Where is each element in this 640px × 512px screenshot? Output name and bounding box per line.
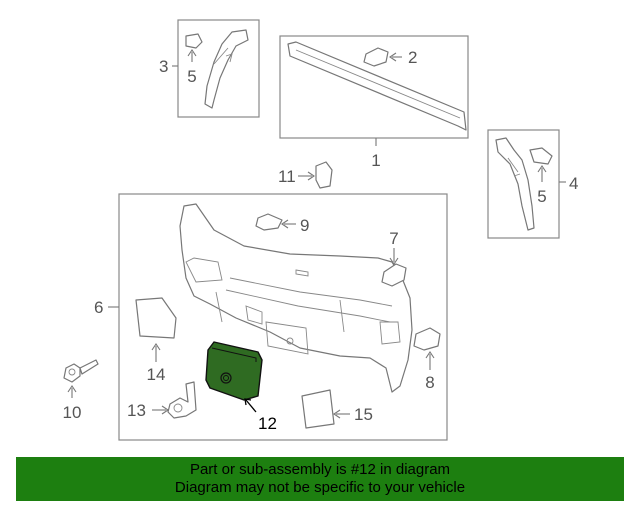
part-10-screw-shank [79, 359, 99, 375]
part-4-box [487, 129, 560, 239]
callout-5-left: 5 [187, 67, 196, 86]
callout-8: 8 [425, 373, 434, 392]
callout-2: 2 [408, 48, 417, 67]
banner-line-2: Diagram may not be specific to your vehi… [174, 479, 466, 496]
callout-14: 14 [147, 365, 166, 384]
part-9-clip [255, 213, 283, 231]
part-5-clip-right [529, 147, 553, 165]
part-6-group [108, 193, 448, 441]
callout-11: 11 [278, 167, 296, 186]
part-3-pillar-trim [204, 29, 249, 109]
callout-3: 3 [159, 57, 168, 76]
callout-7: 7 [389, 229, 398, 248]
callout-6: 6 [94, 298, 103, 317]
part-13-bracket [167, 381, 197, 419]
part-3-group [172, 19, 260, 118]
part-4-pillar-trim [495, 137, 535, 231]
part-14-pad [135, 297, 177, 339]
part-7-clip [381, 263, 407, 287]
leader-12 [245, 399, 257, 413]
part-1-group [279, 35, 469, 146]
part-10-group [63, 359, 99, 398]
callout-13: 13 [127, 401, 146, 420]
part-2-clip [363, 47, 389, 67]
part-10-screw-head [63, 363, 81, 383]
part-4-group [487, 129, 566, 239]
callout-15: 15 [354, 405, 373, 424]
callout-5-right: 5 [537, 187, 546, 206]
part-11-group [298, 161, 333, 189]
part-1-molding [287, 41, 467, 131]
banner-line-1: Part or sub-assembly is #12 in diagram [189, 461, 451, 478]
part-15-pad [301, 389, 335, 429]
part-1-box [279, 35, 469, 139]
part-12-handle-cover-highlighted [205, 341, 263, 401]
info-banner: Part or sub-assembly is #12 in diagram D… [16, 457, 624, 501]
part-6-box [118, 193, 448, 441]
part-8-clip [413, 327, 441, 351]
part-11-clip [315, 161, 333, 189]
callout-12-highlighted: 12 [258, 414, 277, 433]
parts-diagram: 1 2 3 4 5 5 6 7 8 9 10 11 12 13 14 15 [63, 19, 578, 441]
callout-4: 4 [569, 174, 578, 193]
part-5-clip-left [185, 33, 203, 49]
callout-10: 10 [63, 403, 82, 422]
callout-9: 9 [300, 216, 309, 235]
part-3-box [177, 19, 260, 118]
part-6-liftgate-trim-panel [179, 203, 413, 393]
callout-1: 1 [371, 151, 380, 170]
